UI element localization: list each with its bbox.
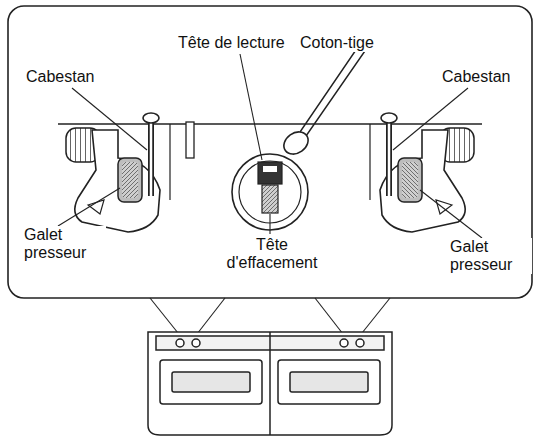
part-label: Cabestan	[24, 68, 97, 86]
part-label: Galet presseur	[22, 226, 106, 262]
part-label: Coton-tige	[298, 34, 376, 52]
part-label: Tête d'effacement	[214, 236, 330, 272]
part-label: Galet presseur	[448, 238, 532, 274]
part-label: Cabestan	[440, 68, 513, 86]
part-label: Tête de lecture	[176, 34, 287, 52]
